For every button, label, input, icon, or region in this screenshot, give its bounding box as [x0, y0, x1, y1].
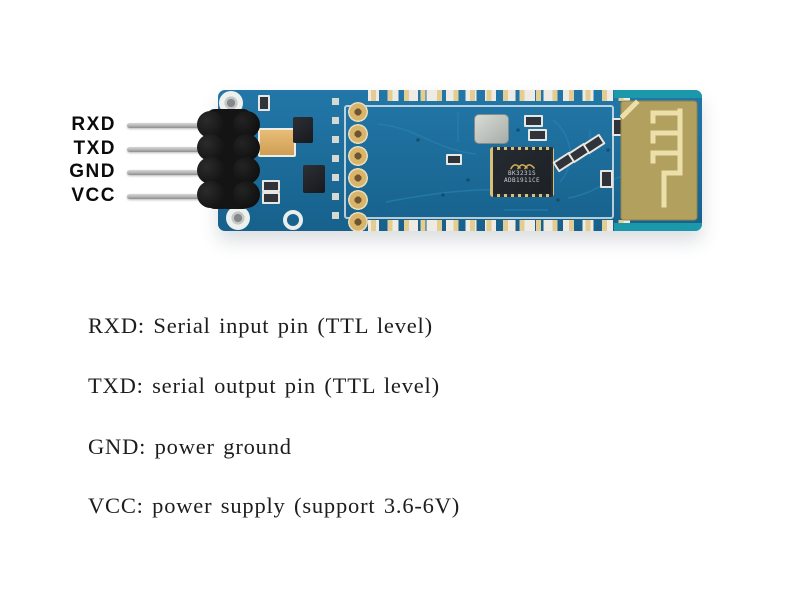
chip-marking: ADB1911CE	[503, 176, 541, 184]
smd-component	[524, 115, 543, 127]
header-bump	[197, 111, 224, 138]
board-edge	[614, 223, 702, 231]
smd-component	[446, 154, 462, 165]
through-hole-pad	[348, 124, 368, 144]
submodule-pads	[332, 98, 339, 224]
caption-gnd: GND: power ground	[88, 434, 292, 459]
pin-header-connector	[197, 109, 260, 209]
header-pin-txd	[127, 147, 215, 152]
through-hole-pad	[348, 102, 368, 122]
through-hole-pad	[348, 168, 368, 188]
header-bump	[197, 157, 224, 184]
smd-component	[258, 95, 270, 111]
castellated-pads-bottom	[368, 220, 630, 231]
header-pin-vcc	[127, 194, 215, 199]
caption-vcc: VCC: power supply (support 3.6-6V)	[88, 493, 461, 518]
pcb-antenna	[619, 98, 698, 223]
capacitor	[258, 128, 296, 157]
silkscreen-ring	[283, 210, 303, 230]
header-pin-gnd	[127, 170, 215, 175]
pin-label-rxd: RXD	[71, 114, 116, 135]
transistor	[293, 117, 313, 143]
caption-rxd: RXD: Serial input pin (TTL level)	[88, 313, 433, 338]
header-bump	[233, 111, 260, 138]
diode	[303, 165, 325, 193]
pcb-board: BK3231S ADB1911CE	[218, 90, 702, 232]
header-bump	[233, 157, 260, 184]
pin-label-vcc: VCC	[71, 185, 116, 206]
header-bump	[233, 134, 260, 161]
castellated-pads-top	[368, 90, 630, 101]
header-bump	[197, 134, 224, 161]
pin-label-txd: TXD	[73, 138, 116, 159]
chip-logo-icon	[510, 163, 535, 169]
through-hole-pad	[348, 212, 368, 232]
through-hole-pad	[348, 146, 368, 166]
antenna-trace	[619, 99, 698, 221]
smd-component	[528, 129, 547, 141]
smd-component	[262, 192, 280, 204]
mounting-hole-bottom	[226, 206, 250, 230]
through-hole-pad	[348, 190, 368, 210]
pin-label-gnd: GND	[69, 161, 116, 182]
smd-component	[262, 180, 280, 192]
silkscreen-frame	[344, 105, 614, 219]
header-bump	[233, 181, 260, 208]
crystal-oscillator	[474, 114, 509, 144]
board-edge	[614, 90, 702, 98]
chip-marking: BK3231S	[507, 169, 537, 177]
smd-component	[600, 170, 613, 188]
caption-txd: TXD: serial output pin (TTL level)	[88, 373, 440, 398]
header-bump	[197, 181, 224, 208]
header-pin-rxd	[127, 123, 215, 128]
bluetooth-chip: BK3231S ADB1911CE	[490, 147, 554, 197]
